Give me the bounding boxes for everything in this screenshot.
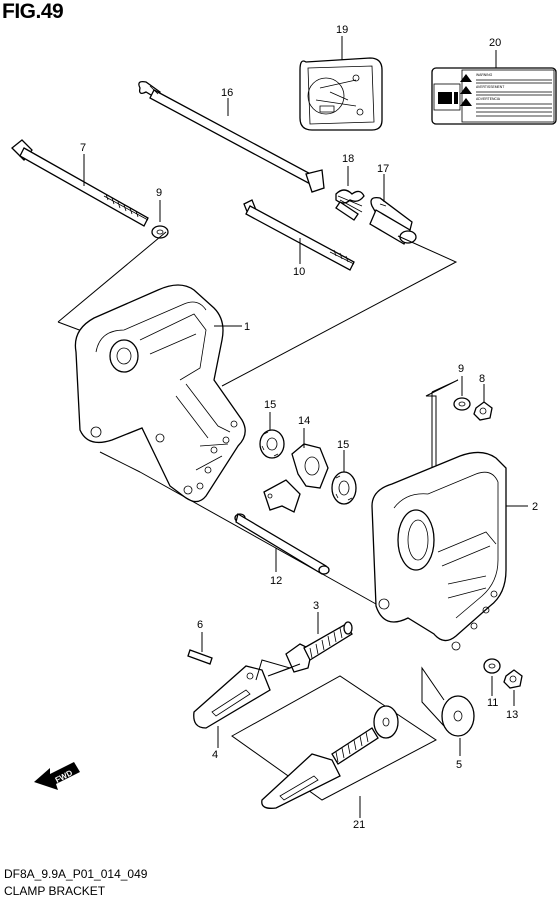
callout-19: 19 (336, 24, 348, 36)
part-2-clamp-bracket-right (371, 451, 507, 651)
assembly-line-5 (425, 379, 459, 536)
callout-5: 5 (456, 759, 462, 771)
callout-8: 8 (479, 373, 485, 385)
assembly-line-4 (99, 451, 377, 605)
callout-12: 12 (270, 575, 282, 587)
fwd-arrow-icon: FWD (34, 762, 80, 790)
part-13-nut (503, 669, 523, 689)
part-4-clamp-plate (193, 665, 271, 729)
part-15-bushing-left (259, 429, 285, 459)
part-5-pad (441, 695, 475, 737)
callout-4: 4 (212, 749, 218, 761)
callout-14: 14 (298, 415, 310, 427)
assembly-line-7 (255, 659, 301, 681)
part-15-bushing-right (331, 471, 357, 505)
part-3-clamp-screw (285, 621, 353, 673)
part-7-bolt (11, 139, 149, 227)
callout-9-right: 9 (458, 363, 464, 375)
callout-16: 16 (221, 87, 233, 99)
callout-9-top: 9 (156, 187, 162, 199)
assembly-line-8 (421, 666, 445, 727)
callout-3: 3 (313, 600, 319, 612)
callout-13: 13 (506, 709, 518, 721)
callout-1: 1 (244, 321, 250, 333)
part-6-pin (187, 649, 213, 665)
callout-21: 21 (353, 819, 365, 831)
label-20-line1: WARNING (476, 73, 493, 77)
label-20-line3: ADVERTENCIA (476, 97, 501, 101)
part-1-clamp-bracket-left (74, 284, 246, 503)
part-14-stopper (263, 443, 329, 513)
part-16-tilt-rod (138, 80, 325, 193)
callout-20: 20 (489, 37, 501, 49)
callout-18: 18 (342, 153, 354, 165)
part-8-nut (473, 401, 493, 421)
drawing-name: CLAMP BRACKET (4, 884, 106, 898)
part-9-washer-top (151, 225, 169, 239)
callout-15-left: 15 (264, 399, 276, 411)
assembly-line-3 (221, 235, 458, 387)
part-20-warning-label: WARNING AVERTISSEMENT ADVERTENCIA (431, 67, 557, 125)
callout-11: 11 (487, 697, 498, 709)
part-11-washer (483, 658, 501, 674)
callout-7: 7 (80, 142, 86, 154)
figure-title: FIG.49 (2, 0, 64, 23)
callout-17: 17 (377, 163, 389, 175)
part-12-rod (234, 512, 330, 575)
drawing-code: DF8A_9.9A_P01_014_049 (4, 867, 148, 881)
part-21-clamp-screw-kit (231, 675, 437, 809)
part-9-washer-right (453, 397, 471, 411)
part-10-rod (243, 199, 355, 271)
callout-6: 6 (197, 619, 203, 631)
callout-15-right: 15 (337, 439, 349, 451)
label-20-line2: AVERTISSEMENT (476, 85, 504, 89)
part-17-knob (369, 197, 417, 245)
part-19-boot (299, 57, 383, 131)
callout-2: 2 (532, 501, 538, 513)
part-18-spring (335, 189, 365, 221)
callout-10: 10 (293, 266, 305, 278)
assembly-line-1 (57, 231, 167, 323)
